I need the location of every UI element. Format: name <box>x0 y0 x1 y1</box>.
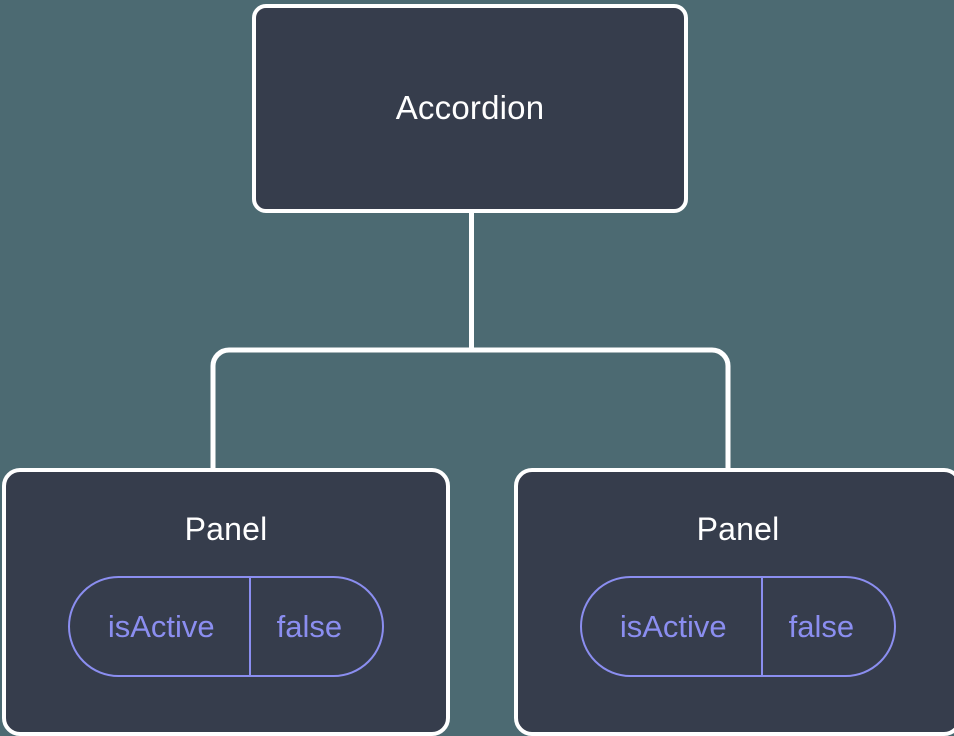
state-key-panel-2: isActive <box>582 578 763 676</box>
state-value-panel-1: false <box>276 609 343 645</box>
state-badge-panel-2[interactable]: isActive false <box>579 576 897 678</box>
node-accordion-label: Accordion <box>395 89 545 127</box>
edge-branch-left <box>210 347 472 470</box>
state-key-panel-1: isActive <box>70 578 251 676</box>
node-panel-2[interactable]: Panel isActive false <box>514 468 954 736</box>
node-accordion[interactable]: Accordion <box>252 4 688 213</box>
node-panel-1-label: Panel <box>184 511 268 547</box>
edge-branch-right <box>471 347 731 470</box>
state-badge-panel-1[interactable]: isActive false <box>67 576 385 678</box>
node-panel-1[interactable]: Panel isActive false <box>2 468 450 736</box>
node-panel-2-label: Panel <box>696 511 780 547</box>
state-value-panel-2: false <box>788 609 855 645</box>
